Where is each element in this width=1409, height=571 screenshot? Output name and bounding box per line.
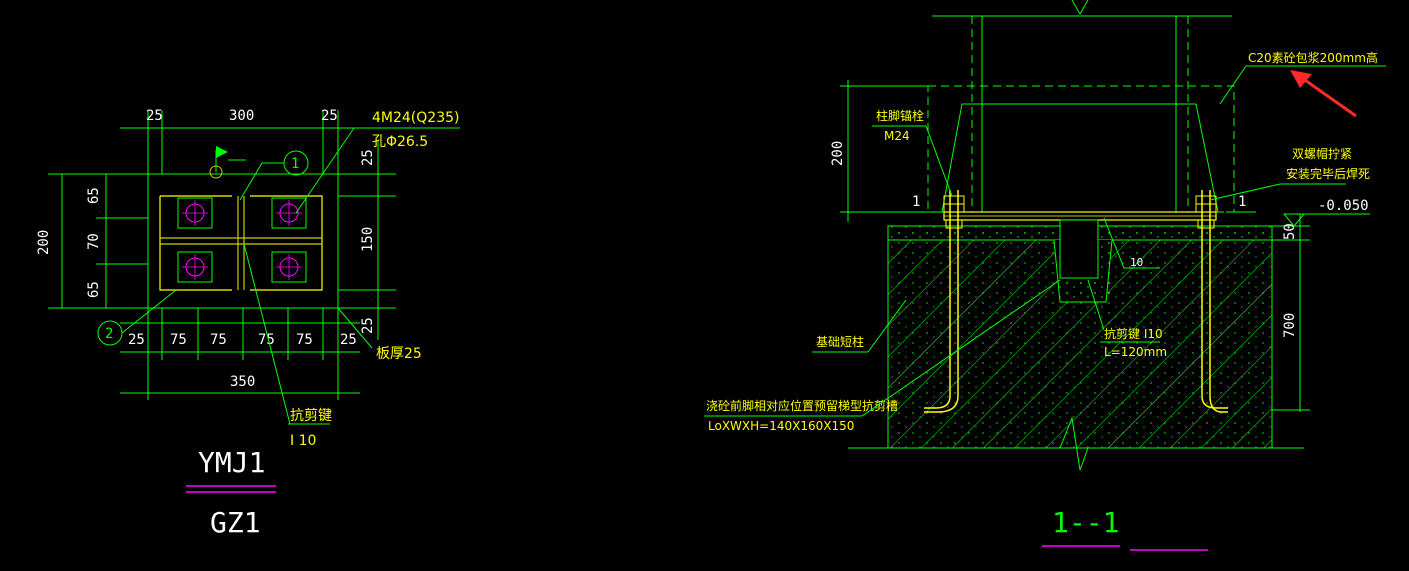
- note-weld: 安装完毕后焊死: [1286, 166, 1370, 181]
- callout-shear-size: I 10: [290, 433, 316, 449]
- callout-shear: 抗剪键: [290, 408, 332, 424]
- note-anchor: 柱脚锚栓: [876, 108, 924, 123]
- dim-right-3: 25: [360, 317, 376, 334]
- plan-view: 25 300 25 25 75 75 75 75 25 350 200 65 7…: [36, 108, 460, 539]
- sec-dim-200: 200: [830, 141, 846, 166]
- sec-elev: -0.050: [1318, 198, 1369, 214]
- sec-dim-50: 50: [1282, 223, 1298, 240]
- callout-hole: 孔Φ26.5: [372, 134, 428, 150]
- note-key: 抗剪键 I10: [1104, 326, 1163, 341]
- dim-left-total: 200: [36, 230, 52, 255]
- note-nut: 双螺帽拧紧: [1292, 146, 1352, 161]
- sec-title: 1--1: [1052, 506, 1119, 539]
- note-encase: C20素砼包浆200mm高: [1248, 50, 1378, 65]
- callout-plate: 板厚25: [376, 346, 422, 362]
- dim-bot-2: 75: [170, 332, 187, 348]
- section-view: 200 1 1: [704, 0, 1386, 551]
- note-key-len: L=120mm: [1104, 345, 1167, 359]
- dim-left-2: 70: [86, 233, 102, 250]
- dim-top-2: 300: [229, 108, 254, 124]
- dim-top-3: 25: [321, 108, 338, 124]
- sec-mark-right: 1: [1238, 194, 1246, 210]
- dim-left-1: 65: [86, 187, 102, 204]
- dim-bot-3: 75: [210, 332, 227, 348]
- dim-bot-4: 75: [258, 332, 275, 348]
- anchor-bolt-holes: [177, 197, 307, 283]
- note-anchor-size: M24: [884, 129, 910, 143]
- note-groove-size: LoXWXH=140X160X150: [708, 419, 854, 433]
- sec-mark-left: 1: [912, 194, 920, 210]
- red-arrow-icon: [1301, 76, 1357, 118]
- dim-left-3: 65: [86, 281, 102, 298]
- sec-dim-700: 700: [1282, 313, 1298, 338]
- anchor-bolts: [924, 190, 1228, 413]
- callout-bolt: 4M24(Q235): [372, 110, 459, 126]
- note-groove: 浇砼前脚相对应位置预留梯型抗剪槽: [706, 398, 898, 413]
- plan-title-sub: GZ1: [210, 506, 261, 539]
- marker-2: 2: [105, 326, 113, 342]
- dim-right-1: 25: [360, 149, 376, 166]
- marker-1: 1: [291, 156, 299, 172]
- sec-weld-mark: 10: [1130, 256, 1143, 269]
- dim-bot-1: 25: [128, 332, 145, 348]
- dim-bot-5: 75: [296, 332, 313, 348]
- dim-right-2: 150: [360, 227, 376, 252]
- plan-title-main: YMJ1: [198, 446, 265, 479]
- dim-top-1: 25: [146, 108, 163, 124]
- note-base: 基础短柱: [816, 334, 864, 349]
- dim-bot-total: 350: [230, 374, 255, 390]
- dim-bot-6: 25: [340, 332, 357, 348]
